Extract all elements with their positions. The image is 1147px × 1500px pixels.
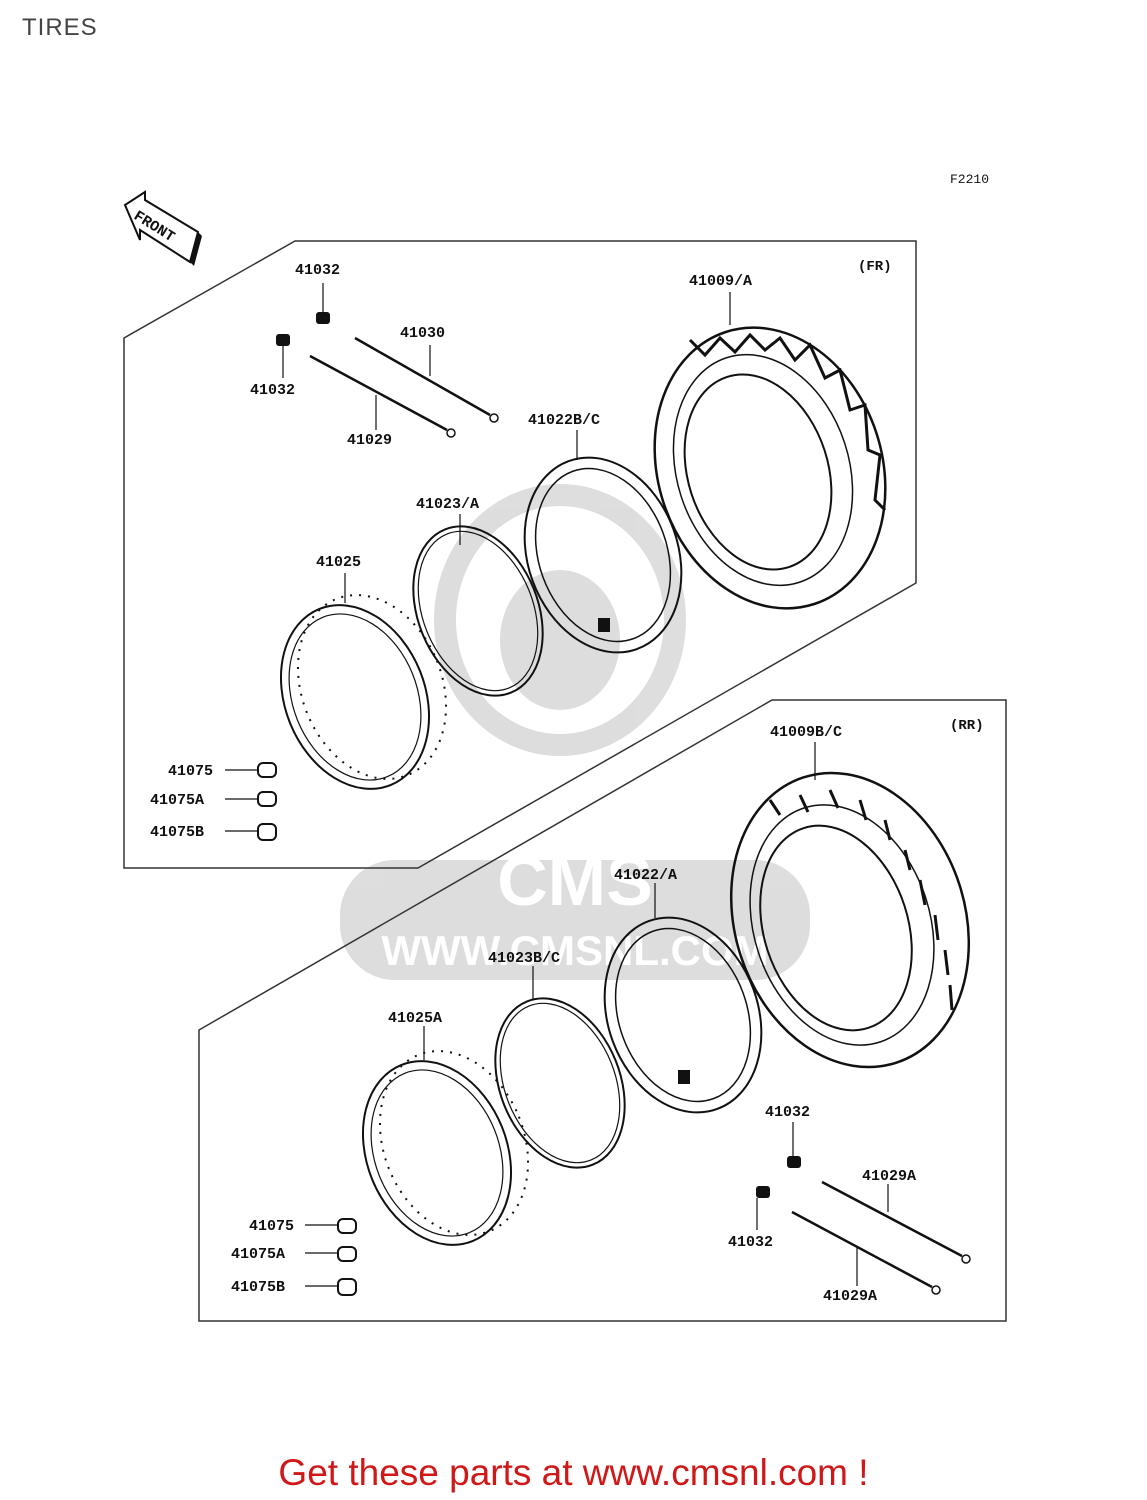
label-rear-valve-cap-top: 41032: [765, 1104, 810, 1121]
front-weight-41075B[interactable]: [257, 823, 277, 841]
front-arrow-icon: FRONT: [123, 190, 202, 266]
label-front-tube: 41022B/C: [528, 412, 600, 429]
label-front-weight-1: 41075: [168, 763, 213, 780]
rear-weight-41075[interactable]: [337, 1218, 357, 1234]
rear-inner-tube[interactable]: [578, 895, 787, 1134]
label-front-spoke-long: 41030: [400, 325, 445, 342]
label-front-valve-cap-left: 41032: [250, 382, 295, 399]
page-title: TIRES: [22, 14, 98, 41]
watermark-url: WWW.CMSNL.COM: [381, 927, 768, 974]
rear-leader-lines: [305, 742, 889, 1287]
label-front-rim-band: 41023/A: [416, 496, 479, 513]
front-rim-band[interactable]: [389, 507, 566, 715]
cms-watermark: CMS WWW.CMSNL.COM: [340, 484, 810, 980]
rear-weight-41075A[interactable]: [337, 1246, 357, 1262]
label-front-spoke-short: 41029: [347, 432, 392, 449]
rear-section-tag: (RR): [950, 718, 984, 734]
front-tire[interactable]: [619, 297, 920, 638]
label-front-weight-2: 41075A: [150, 792, 204, 809]
rear-nipple-bottom[interactable]: [756, 1186, 770, 1198]
rear-weight-41075B[interactable]: [337, 1278, 357, 1296]
front-section-tag: (FR): [858, 259, 892, 275]
front-rim[interactable]: [255, 573, 473, 812]
label-rear-spoke-top: 41029A: [862, 1168, 916, 1185]
front-leader-lines: [225, 283, 731, 832]
front-weight-41075A[interactable]: [257, 791, 277, 807]
label-front-tire: 41009/A: [689, 273, 752, 290]
label-front-weight-3: 41075B: [150, 824, 204, 841]
figure-code: F2210: [950, 172, 990, 187]
label-rear-spoke-bottom: 41029A: [823, 1288, 877, 1305]
parts-diagram: CMS WWW.CMSNL.COM FRONT (FR) (RR): [123, 190, 1007, 1322]
label-rear-weight-3: 41075B: [231, 1279, 285, 1296]
label-rear-valve-cap-bottom: 41032: [728, 1234, 773, 1251]
front-section-frame: [123, 240, 917, 869]
front-spoke-long[interactable]: [354, 336, 491, 417]
label-front-valve-cap-top: 41032: [295, 262, 340, 279]
label-rear-weight-1: 41075: [249, 1218, 294, 1235]
watermark-logo: CMS: [497, 842, 653, 920]
front-nipple-left[interactable]: [276, 334, 290, 346]
label-rear-rim-band: 41023B/C: [488, 950, 560, 967]
label-rear-tire: 41009B/C: [770, 724, 842, 741]
front-weight-41075[interactable]: [257, 762, 277, 778]
front-nipple-top[interactable]: [316, 312, 330, 324]
label-rear-rim: 41025A: [388, 1010, 442, 1027]
front-inner-tube[interactable]: [498, 435, 707, 674]
rear-rim-band[interactable]: [471, 979, 648, 1187]
rear-section-frame: [198, 699, 1007, 1322]
rear-tire[interactable]: [694, 742, 1005, 1098]
label-front-rim: 41025: [316, 554, 361, 571]
rear-nipple-top[interactable]: [787, 1156, 801, 1168]
cta-link[interactable]: Get these parts at www.cmsnl.com !: [278, 1452, 869, 1493]
rear-spoke-top[interactable]: [821, 1180, 963, 1258]
label-rear-weight-2: 41075A: [231, 1246, 285, 1263]
front-spoke-short[interactable]: [309, 354, 448, 432]
label-rear-tube: 41022/A: [614, 867, 677, 884]
rear-spoke-bottom[interactable]: [791, 1210, 933, 1289]
rear-rim[interactable]: [337, 1029, 555, 1268]
